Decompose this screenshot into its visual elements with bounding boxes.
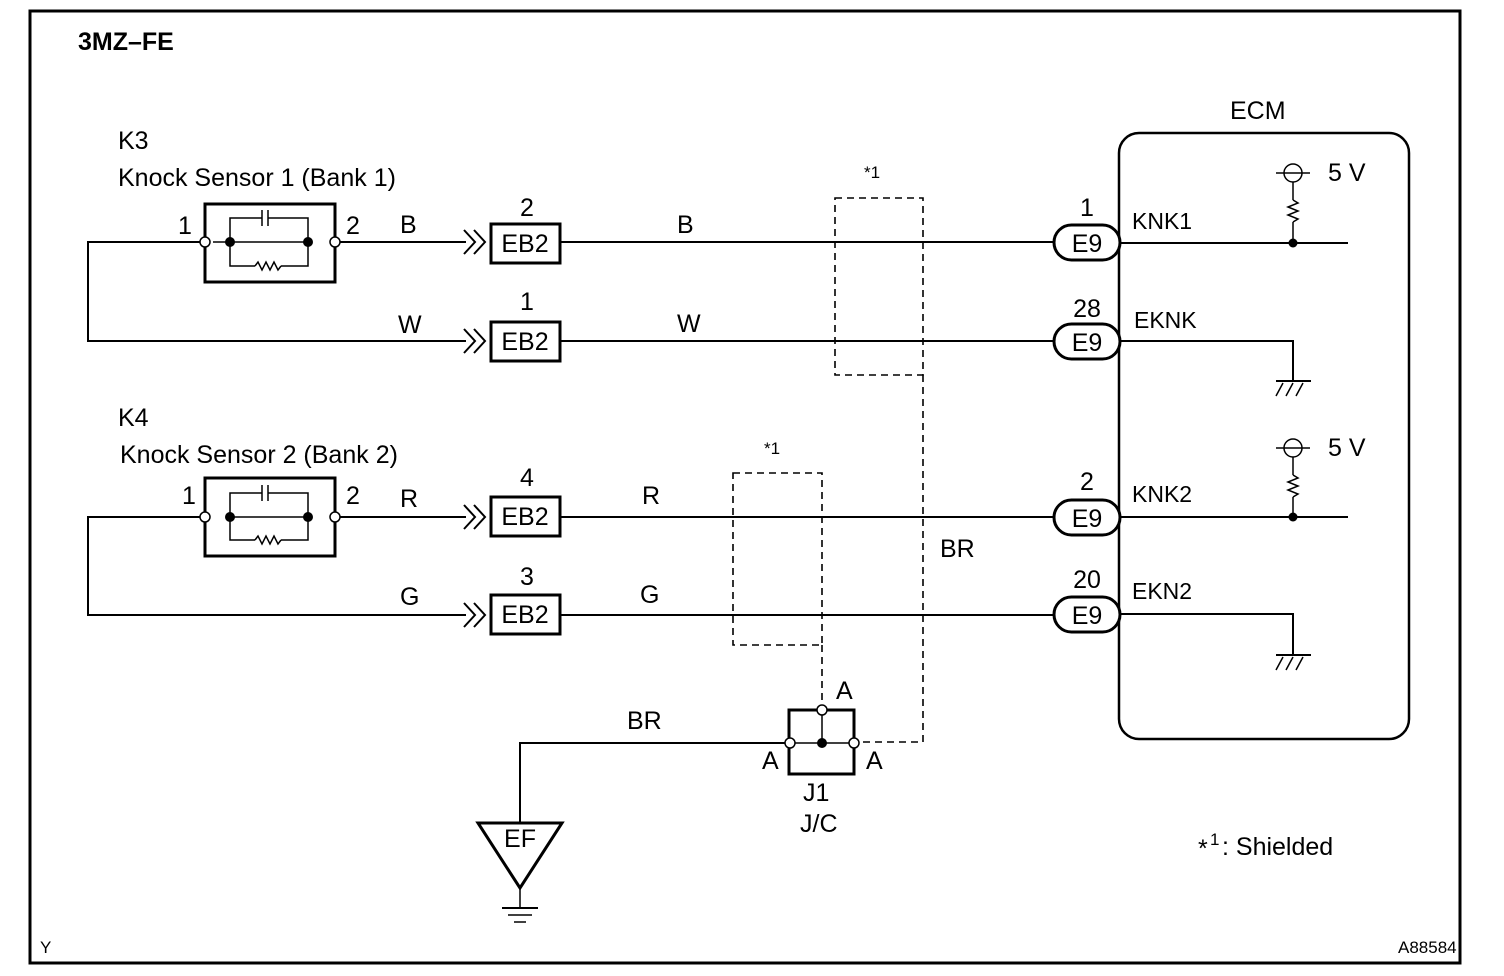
connector-eb2-pin1	[489, 320, 562, 363]
supply-5v-label-1: 5 V	[1328, 159, 1366, 187]
ecm-pin-ekn2: EKN2	[1132, 578, 1192, 604]
knock-sensor-1-symbol	[199, 202, 341, 284]
wire-label-r-left: R	[400, 485, 418, 513]
sensor1-pin1: 1	[178, 212, 192, 240]
ground-ef-label: EF	[504, 825, 536, 853]
supply-5v-label-2: 5 V	[1328, 434, 1366, 462]
supply-5v-terminal-1	[1276, 163, 1310, 243]
e9-pin-number-2: 28	[1073, 295, 1101, 323]
j1-pin-a-top: A	[836, 677, 853, 705]
junction-connector-j1	[784, 704, 860, 776]
shield-1-mark: *1	[864, 163, 880, 182]
ground-ef-symbol	[475, 821, 565, 923]
eb2-pin-number-4: 3	[520, 563, 534, 591]
junction-name: J/C	[800, 810, 838, 838]
eb2-label-3: EB2	[501, 503, 548, 531]
sensor2-name: Knock Sensor 2 (Bank 2)	[120, 441, 398, 469]
connector-eb2-pin3	[489, 593, 562, 636]
legend-star: *	[1198, 835, 1208, 863]
shield-1-dashed-outline	[834, 197, 924, 743]
eb2-chevrons	[463, 229, 487, 628]
wire-label-g-right: G	[640, 581, 659, 609]
eb2-label-2: EB2	[501, 328, 548, 356]
sensor1-code: K3	[118, 127, 149, 155]
eb2-label-1: EB2	[501, 230, 548, 258]
eb2-label-4: EB2	[501, 601, 548, 629]
connector-eb2-pin4	[489, 495, 562, 538]
figure-code: A88584	[1398, 938, 1457, 957]
ecm-pin-knk1: KNK1	[1132, 208, 1192, 234]
e9-pin-number-4: 20	[1073, 566, 1101, 594]
connector-eb2-pin2	[489, 222, 562, 265]
engine-label: 3MZ–FE	[78, 28, 174, 56]
eb2-pin-number-2: 1	[520, 288, 534, 316]
connector-e9-pin2	[1052, 498, 1122, 537]
shield-2-mark: *1	[764, 439, 780, 458]
sensor1-name: Knock Sensor 1 (Bank 1)	[118, 164, 396, 192]
junction-code: J1	[803, 779, 829, 807]
wire-label-br-shield: BR	[940, 535, 975, 563]
sensor2-pin1: 1	[182, 482, 196, 510]
diagram-frame	[28, 9, 1462, 965]
ecm-pin-knk2: KNK2	[1132, 481, 1192, 507]
e9-pin-number-1: 1	[1080, 194, 1094, 222]
wire-w-sensor1-return	[87, 241, 466, 342]
eb2-pin-number-1: 2	[520, 194, 534, 222]
eb2-pin-number-3: 4	[520, 464, 534, 492]
j1-pin-a-left: A	[762, 747, 779, 775]
wire-label-w-right: W	[677, 310, 701, 338]
legend-superscript: 1	[1210, 830, 1219, 849]
corner-label-y: Y	[40, 938, 51, 957]
knock-sensor-2-symbol	[199, 476, 341, 558]
wire-g-sensor2-return	[87, 516, 466, 616]
e9-label-4: E9	[1072, 602, 1103, 630]
wire-label-b-right: B	[677, 211, 694, 239]
sensor2-code: K4	[118, 404, 149, 432]
wire-label-r-right: R	[642, 482, 660, 510]
sensor1-pin2: 2	[346, 212, 360, 240]
e9-label-1: E9	[1072, 230, 1103, 258]
shield-2-dashed-outline	[732, 472, 823, 705]
ecm-box	[1117, 131, 1411, 741]
ecm-ground-ekn2	[1119, 613, 1311, 671]
sensor2-pin2: 2	[346, 482, 360, 510]
ecm-pin-eknk: EKNK	[1134, 307, 1197, 333]
ecm-ground-eknk	[1119, 340, 1311, 397]
connector-e9-pin1	[1052, 223, 1122, 262]
connector-e9-pin28	[1052, 322, 1122, 361]
wire-label-g-left: G	[400, 583, 419, 611]
e9-label-2: E9	[1072, 329, 1103, 357]
wire-label-b-left: B	[400, 211, 417, 239]
connector-e9-pin20	[1052, 595, 1122, 634]
j1-pin-a-right: A	[866, 747, 883, 775]
supply-5v-terminal-2	[1276, 438, 1310, 517]
ecm-knk2-junction-dot	[1288, 512, 1298, 522]
wire-br-ground	[519, 742, 785, 823]
wire-label-w-left: W	[398, 311, 422, 339]
ecm-knk1-junction-dot	[1288, 238, 1298, 248]
e9-pin-number-3: 2	[1080, 468, 1094, 496]
legend-shielded-text: : Shielded	[1222, 833, 1333, 861]
ecm-title: ECM	[1230, 97, 1286, 125]
e9-label-3: E9	[1072, 505, 1103, 533]
wire-label-br-ground: BR	[627, 707, 662, 735]
